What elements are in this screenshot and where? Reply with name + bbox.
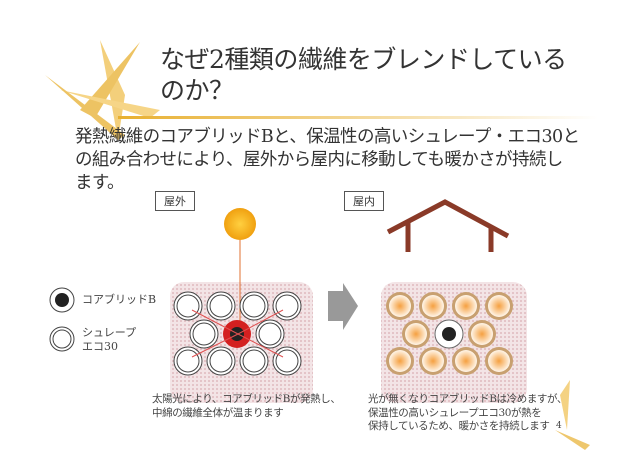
arrow-right-icon [328, 283, 358, 330]
caption-line: 太陽光により、コアブリッドBが発熱し、 [152, 393, 341, 405]
title-line: のか？ [160, 76, 234, 105]
shrape-fiber [239, 346, 269, 376]
caption-line: 保温性の高いシュレープエコ30が熱を [368, 406, 542, 419]
legend-corebrid-label: コアブリッドB [82, 293, 157, 306]
legend-line: エコ30 [82, 340, 118, 353]
legend-line: シュレープ [82, 326, 137, 339]
page-number: 4 [556, 421, 562, 431]
shrape-fiber [272, 346, 302, 376]
caption-line: 保持しているため、暖かさを持続します [368, 420, 550, 432]
heat-arrow [191, 333, 239, 358]
lead-line: 発熱繊維のコアブリッドBと、保温性の高いシュレープ・エコ30と [75, 127, 580, 147]
lead-text: 発熱繊維のコアブリッドBと、保温性の高いシュレープ・エコ30との組み合わせにより… [75, 126, 580, 195]
shrape-fiber [206, 291, 236, 321]
shrape-fiber [206, 346, 236, 376]
star-decoration-small [555, 380, 590, 450]
indoor-label: 屋内 [344, 191, 384, 211]
shrape-fiber [255, 319, 285, 349]
shrape-fiber [272, 291, 302, 321]
heat-arrow [191, 309, 239, 335]
caption-line: 光が無くなりコアブリッドBは冷めますが、 [368, 393, 568, 405]
shrape-fiber [239, 291, 269, 321]
sun-icon [224, 208, 256, 240]
indoor-caption: 光が無くなりコアブリッドBは冷めますが、保温性の高いシュレープエコ30が熱を保持… [368, 393, 567, 434]
shrape-fiber [173, 346, 203, 376]
star-decoration [45, 40, 160, 140]
outdoor-caption: 太陽光により、コアブリッドBが発熱し、中綿の繊維全体が温まります [152, 393, 341, 420]
title-line: なぜ2種類の繊維をブレンドしている [160, 45, 567, 74]
heat-arrow [237, 333, 284, 358]
title-underline [118, 116, 598, 119]
legend-shrape-icon [49, 326, 75, 352]
lead-line: ます。 [75, 173, 125, 193]
caption-line: 中綿の繊維全体が温まります [152, 406, 284, 419]
heat-arrow [237, 309, 284, 335]
lead-line: の組み合わせにより、屋外から屋内に移動しても暖かさが持続し [75, 150, 563, 170]
legend-shrape-label: シュレープエコ30 [82, 326, 136, 354]
shrape-fiber [189, 319, 219, 349]
outdoor-label: 屋外 [155, 191, 195, 211]
shrape-fiber [173, 291, 203, 321]
page-title: なぜ2種類の繊維をブレンドしているのか？ [160, 44, 567, 106]
